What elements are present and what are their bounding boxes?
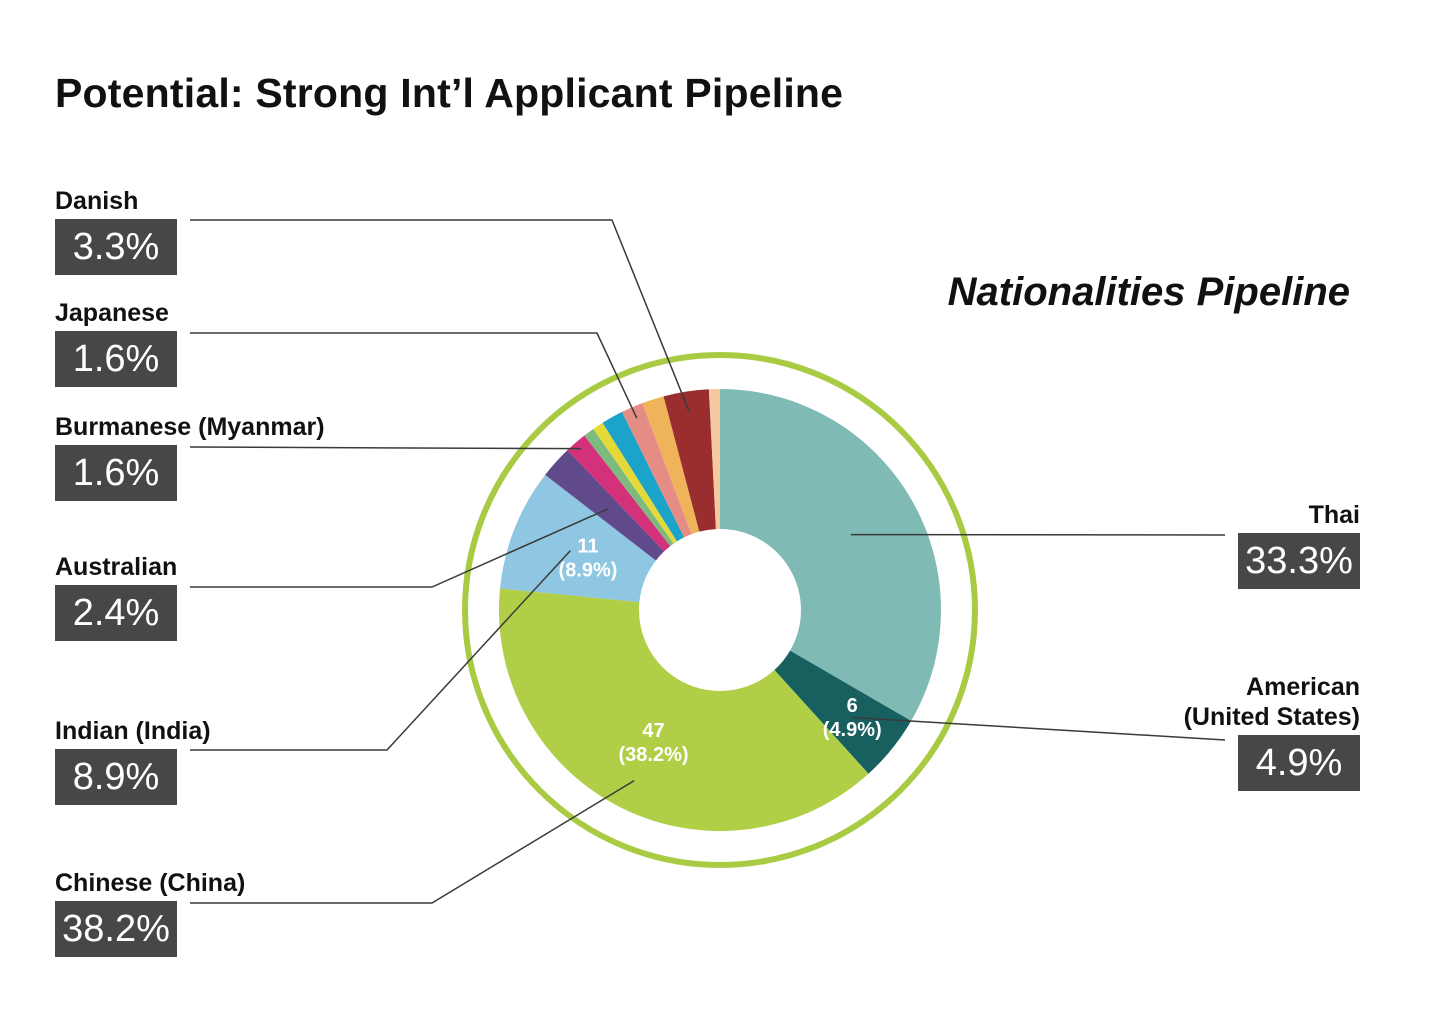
slice-australian	[545, 450, 665, 561]
slice-other-e	[708, 389, 720, 530]
callout-japanese-name: Japanese	[55, 299, 169, 327]
slices-group	[499, 389, 941, 832]
callout-burmanese-name: Burmanese (Myanmar)	[55, 413, 325, 441]
callout-burmanese-pct: 1.6%	[55, 445, 177, 501]
inner-label-american-pct: (4.9%)	[823, 719, 882, 741]
slice-thai	[720, 389, 941, 721]
inner-labels: 6(4.9%) 47(38.2%) 11(8.9%)	[559, 536, 882, 767]
leader-line-danish	[190, 219, 690, 412]
callout-thai: Thai 33.3%	[1238, 500, 1360, 589]
callout-american-pct: 4.9%	[1238, 735, 1360, 791]
slice-burmanese	[567, 435, 671, 552]
callout-indian-name: Indian (India)	[55, 717, 211, 745]
callout-indian: Indian (India) 8.9%	[55, 716, 211, 805]
callout-australian-pct: 2.4%	[55, 585, 177, 641]
slice-other-a	[584, 428, 674, 547]
callout-australian: Australian 2.4%	[55, 552, 177, 641]
slice-other-c	[602, 411, 685, 542]
slice-danish	[663, 389, 716, 532]
callout-american: American (United States) 4.9%	[1184, 672, 1360, 791]
callout-chinese-pct: 38.2%	[55, 901, 177, 957]
outer-ring	[462, 352, 978, 868]
callout-chinese-name: Chinese (China)	[55, 869, 246, 897]
inner-label-chinese-pct: (38.2%)	[619, 744, 689, 766]
callout-thai-pct: 33.3%	[1238, 533, 1360, 589]
slice-chinese	[499, 588, 869, 832]
chart-title: Potential: Strong Int’l Applicant Pipeli…	[55, 70, 844, 116]
slice-indian	[500, 474, 656, 603]
inner-label-indian-count: 11	[577, 536, 598, 558]
inner-label-american-count: 6	[847, 695, 858, 717]
slice-other-b	[593, 422, 677, 544]
callout-australian-name: Australian	[55, 553, 178, 581]
chart-subtitle: Nationalities Pipeline	[947, 270, 1350, 314]
callout-japanese: Japanese 1.6%	[55, 298, 177, 387]
leader-line-american	[852, 716, 1226, 741]
callout-danish-pct: 3.3%	[55, 219, 177, 275]
leader-line-burmanese	[189, 446, 581, 450]
inner-label-indian-pct: (8.9%)	[559, 560, 618, 582]
callout-thai-name: Thai	[1308, 501, 1360, 529]
leader-line-australian	[190, 508, 609, 588]
callout-danish-name: Danish	[55, 187, 139, 215]
leader-line-indian	[190, 550, 571, 751]
leader-lines	[189, 219, 1226, 904]
inner-label-chinese-count: 47	[642, 720, 664, 742]
callout-chinese: Chinese (China) 38.2%	[55, 868, 245, 957]
leader-line-chinese	[190, 780, 635, 904]
slice-japanese	[621, 403, 692, 538]
callout-japanese-pct: 1.6%	[55, 331, 177, 387]
slice-other-d	[642, 396, 700, 535]
callout-indian-pct: 8.9%	[55, 749, 177, 805]
callout-american-name-line1: American	[1246, 673, 1360, 701]
callout-danish: Danish 3.3%	[55, 186, 177, 275]
callout-american-name-line2: (United States)	[1183, 703, 1360, 731]
callout-burmanese: Burmanese (Myanmar) 1.6%	[55, 412, 325, 501]
leader-line-japanese	[190, 332, 638, 419]
slice-american	[774, 650, 912, 774]
